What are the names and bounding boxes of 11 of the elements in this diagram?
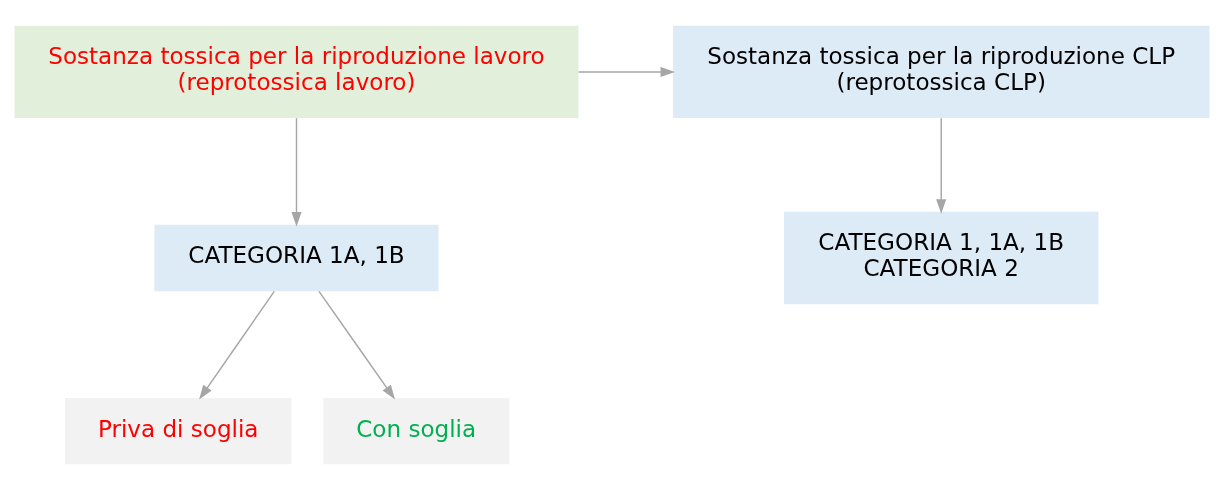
arrow: [936, 117, 947, 214]
node-box: Sostanza tossica per la riproduzione lavoro (reprotossica lavoro): [14, 25, 579, 119]
node-box: Priva di soglia: [65, 397, 292, 465]
node-box: Sostanza tossica per la riproduzione CLP (reprotossica CLP): [672, 25, 1210, 119]
arrow: [318, 290, 396, 400]
node-box: CATEGORIA 1A, 1B: [154, 224, 439, 292]
node-box: CATEGORIA 1, 1A, 1B CATEGORIA 2: [784, 211, 1099, 305]
arrow: [199, 290, 275, 400]
arrow: [577, 66, 675, 77]
node-box: Con soglia: [323, 397, 510, 465]
arrow: [291, 117, 302, 227]
